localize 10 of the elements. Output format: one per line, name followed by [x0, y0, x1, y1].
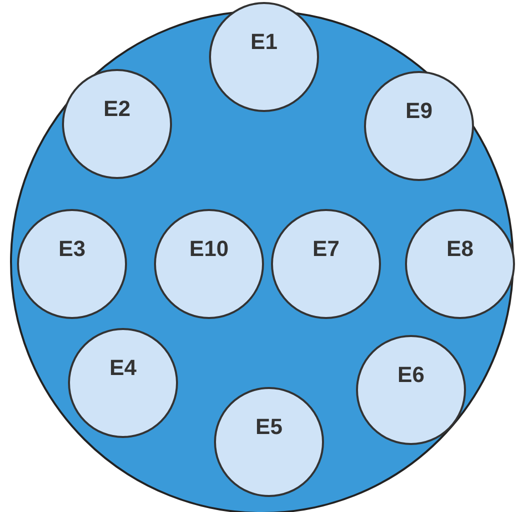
circle-label: E6 [396, 362, 426, 388]
circle-label: E5 [254, 414, 284, 440]
circle-label: E3 [58, 236, 86, 262]
circle-label: E2 [102, 96, 132, 122]
circle-label: E1 [250, 28, 278, 55]
circle-label: E7 [312, 236, 340, 262]
circle-label: E8 [446, 236, 474, 262]
circle-label: E4 [108, 354, 138, 381]
circle-label: E10 [188, 236, 230, 262]
circle-label: E9 [404, 98, 434, 124]
